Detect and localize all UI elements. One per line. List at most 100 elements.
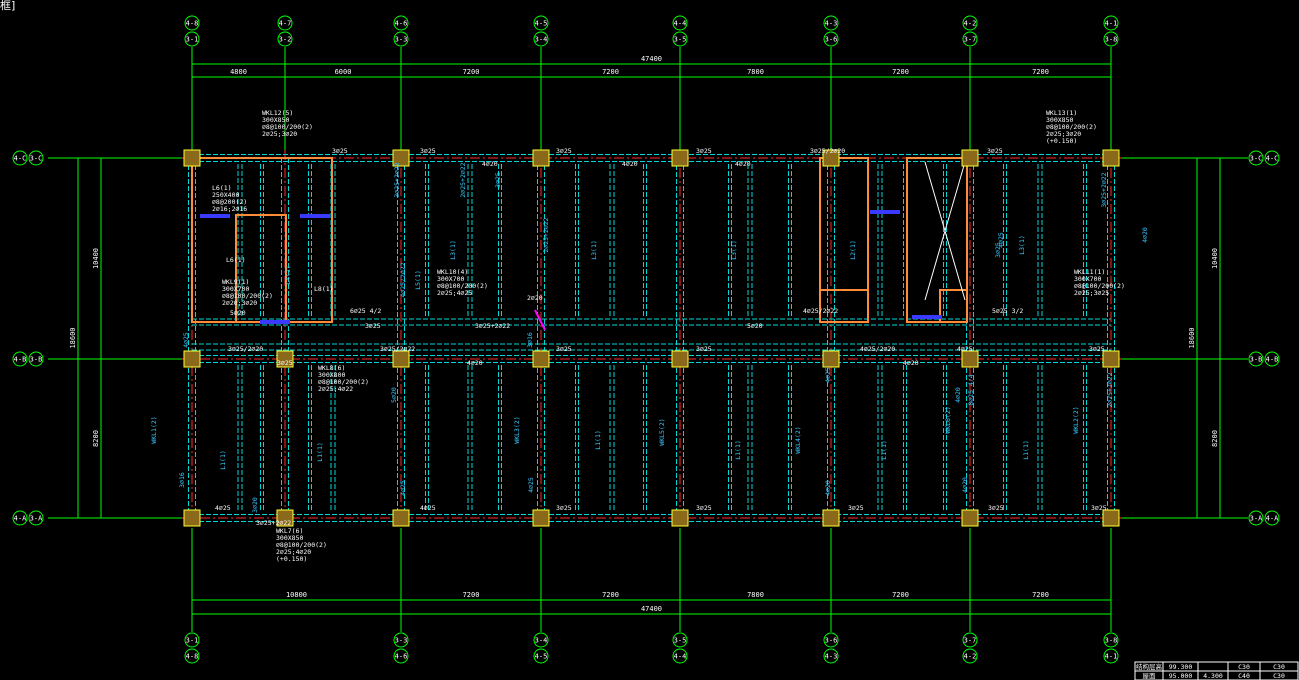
dim-span-label: 7200: [463, 68, 480, 76]
beam-label: 4⌀20: [954, 387, 962, 403]
axis-label: 4-2: [964, 20, 977, 28]
shaft-cross: [924, 161, 966, 301]
section-mark: [534, 309, 546, 331]
axis-label: 3-7: [964, 637, 977, 645]
beam-label: (+0.150): [1046, 137, 1077, 145]
column: [532, 149, 550, 167]
column: [1102, 509, 1120, 527]
axis-label: 4-1: [1105, 20, 1118, 28]
beam-label: 3⌀25: [696, 147, 712, 155]
column: [392, 509, 410, 527]
axis-label: 3-3: [395, 637, 408, 645]
beam-label: 4⌀20: [824, 480, 832, 496]
beam-label: 300X850: [1046, 116, 1073, 124]
column: [276, 509, 294, 527]
beam-label: L3(1): [449, 240, 457, 260]
axis-bubble: [672, 648, 688, 664]
axis-bubble: [184, 648, 200, 664]
beam-label: 2⌀20: [527, 294, 543, 302]
axis-bubble: [533, 632, 549, 648]
beam-label: 3⌀25: [494, 172, 502, 188]
beam-label: 2⌀25;3⌀20: [262, 130, 297, 138]
axis-label: 4-5: [535, 20, 548, 28]
dim-span-label: 7200: [602, 68, 619, 76]
table-cell: 屋面: [1143, 672, 1157, 680]
wall-opening: [870, 210, 900, 214]
axis-bubble: [277, 15, 293, 31]
column: [183, 350, 201, 368]
axis-label: 3-B: [1250, 356, 1263, 364]
axis-label: 4-5: [535, 653, 548, 661]
beam-label: 300X850: [262, 116, 289, 124]
beam-label: 4⌀20: [735, 160, 751, 168]
table-cell: 99.300: [1169, 663, 1193, 671]
beam-label: 4⌀25: [997, 232, 1005, 248]
beam-label: L6(1): [212, 184, 232, 192]
beam-label: 3⌀25/2⌀20: [810, 147, 845, 155]
beam-label: 2⌀25+2⌀22: [542, 217, 550, 252]
beam-label: WKL2(2): [1072, 406, 1080, 433]
dim-span-label: 7200: [1032, 68, 1049, 76]
column: [392, 350, 410, 368]
core-walls: [191, 157, 968, 331]
axis-bubble: [1248, 150, 1264, 166]
beam-label: 300X700: [1074, 275, 1101, 283]
axis-bubbles: 4-83-14-73-24-63-34-53-44-43-54-33-64-23…: [12, 15, 1280, 664]
beam-label: 300X800: [318, 371, 345, 379]
beam-label: 3⌀25: [696, 345, 712, 353]
column: [961, 149, 979, 167]
axis-label: 3-4: [535, 637, 548, 645]
beam-label: L1(1): [880, 440, 888, 460]
beam-label: 2⌀25+2⌀22: [459, 162, 467, 197]
beam-label: L1(1): [734, 440, 742, 460]
dim-span-label: 6000: [335, 68, 352, 76]
beam-label: WKL9(1): [222, 278, 249, 286]
beam-label: 300X700: [437, 275, 464, 283]
beam-label: L5(1): [414, 270, 422, 290]
beam-label: 6⌀25 4/2: [350, 307, 381, 315]
axis-bubble: [672, 632, 688, 648]
beam-label: 8⌀25 4/4: [967, 374, 975, 405]
beam-label: 4⌀20: [482, 160, 498, 168]
beam-label: ⌀8@100/200(2): [276, 541, 327, 549]
dim-span-label: 7800: [747, 68, 764, 76]
beam-label: ⌀8@100/200(2): [1046, 123, 1097, 131]
axis-label: 3-A: [1250, 515, 1263, 523]
axis-bubble: [823, 15, 839, 31]
axis-label: 3-6: [825, 36, 838, 44]
beam-label: 3⌀25: [556, 147, 572, 155]
beam-label: 4⌀25/2⌀20: [860, 345, 895, 353]
beam-label: L3(1): [730, 240, 738, 260]
axis-label: 3-5: [674, 36, 687, 44]
axis-bubble: [12, 510, 28, 526]
beam-label: 4⌀25: [420, 504, 436, 512]
axis-label: 3-8: [1105, 637, 1118, 645]
column: [671, 350, 689, 368]
beam-label: 4⌀20: [903, 359, 919, 367]
dim-span-label: 10800: [286, 591, 307, 599]
beam-label: WKL3(2): [513, 416, 521, 443]
axis-label: 4-C: [14, 155, 27, 163]
beam-label: 4⌀25/2⌀22: [399, 262, 407, 297]
columns: [183, 149, 1120, 527]
axis-label: 3-8: [1105, 36, 1118, 44]
axis-label: 3-6: [825, 637, 838, 645]
axis-bubble: [1103, 31, 1119, 47]
axis-bubble: [28, 351, 44, 367]
beam-label: L8(1): [314, 285, 334, 293]
axis-label: 4-4: [674, 653, 687, 661]
beam-label: 4⌀25/2⌀22: [803, 307, 838, 315]
beam-label: ⌀8@100/200(2): [262, 123, 313, 131]
dim-span-label: 10400: [1211, 248, 1219, 269]
column: [671, 149, 689, 167]
axis-bubble: [277, 31, 293, 47]
axis-label: 4-A: [1266, 515, 1279, 523]
wall-opening: [200, 214, 230, 218]
beam-label: L1(1): [594, 430, 602, 450]
table-cell: C30: [1238, 663, 1250, 671]
beam-label: ⌀8@100/200(2): [437, 282, 488, 290]
axis-label: 4-7: [279, 20, 292, 28]
axis-label: 3-2: [279, 36, 292, 44]
